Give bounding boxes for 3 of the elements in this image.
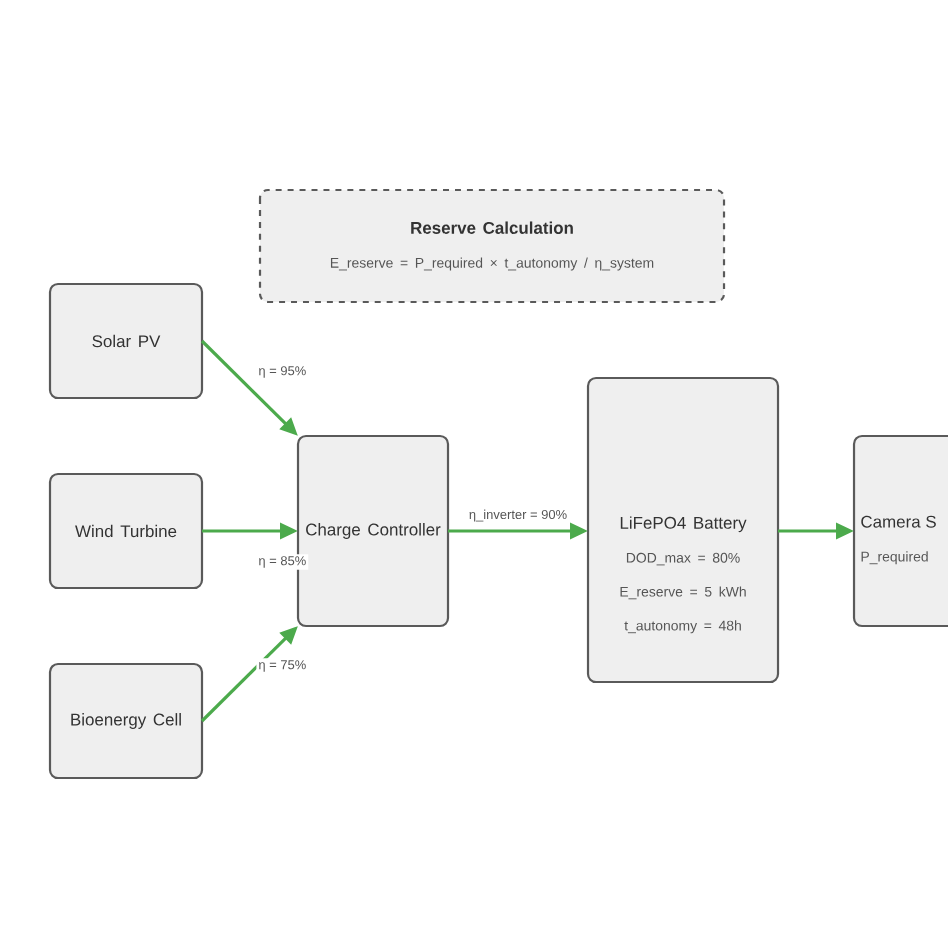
process-box: Wind Turbine [48, 472, 204, 590]
process-box: Solar PV [48, 282, 204, 400]
process-box: Bioenergy Cell [48, 662, 204, 780]
